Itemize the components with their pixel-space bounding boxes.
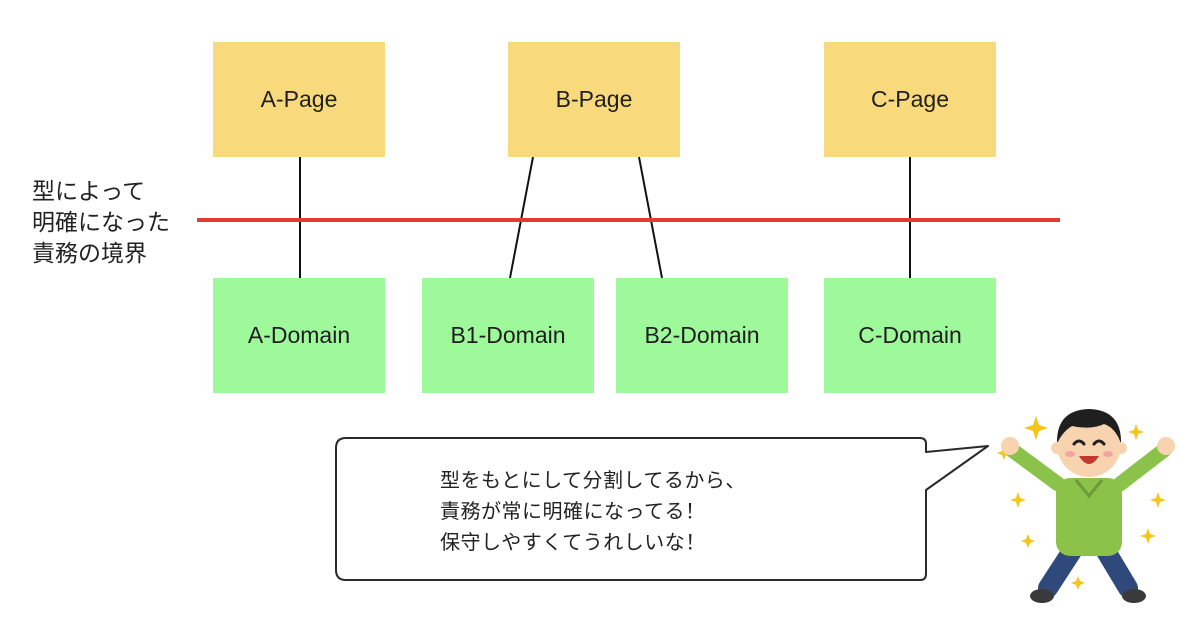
b2-domain-box: B2-Domain [616,278,788,393]
connector-b-b2 [638,156,663,279]
b1-domain-box: B1-Domain [422,278,594,393]
speech-bubble-text: 型をもとにして分割してるから、 責務が常に明確になってる！ 保守しやすくてうれし… [440,465,746,558]
b1-domain-label: B1-Domain [450,322,566,348]
boundary-label-line: 責務の境界 [32,241,147,267]
speech-line: 責務が常に明確になってる！ [440,499,706,523]
b-page-box: B-Page [508,42,680,157]
c-domain-label: C-Domain [858,322,962,348]
sparkle-icons [997,416,1166,590]
speech-bubble [335,437,989,581]
a-domain-label: A-Domain [247,322,351,348]
boundary-label-line: 明確になった [32,210,170,236]
boundary-label: 型によって 明確になった 責務の境界 [32,177,170,270]
b2-domain-label: B2-Domain [644,322,760,348]
connector-b-b1 [509,156,534,279]
a-domain-box: A-Domain [213,278,385,393]
happy-boy-sparkles-icon [997,409,1175,603]
boundary-label-line: 型によって [32,179,146,205]
a-page-box: A-Page [213,42,385,157]
c-page-label: C-Page [871,86,949,112]
c-domain-box: C-Domain [824,278,996,393]
speech-line: 型をもとにして分割してるから、 [440,468,746,492]
speech-line: 保守しやすくてうれしいな！ [440,530,706,554]
a-page-label: A-Page [260,86,338,112]
c-page-box: C-Page [824,42,996,157]
b-page-label: B-Page [555,86,633,112]
